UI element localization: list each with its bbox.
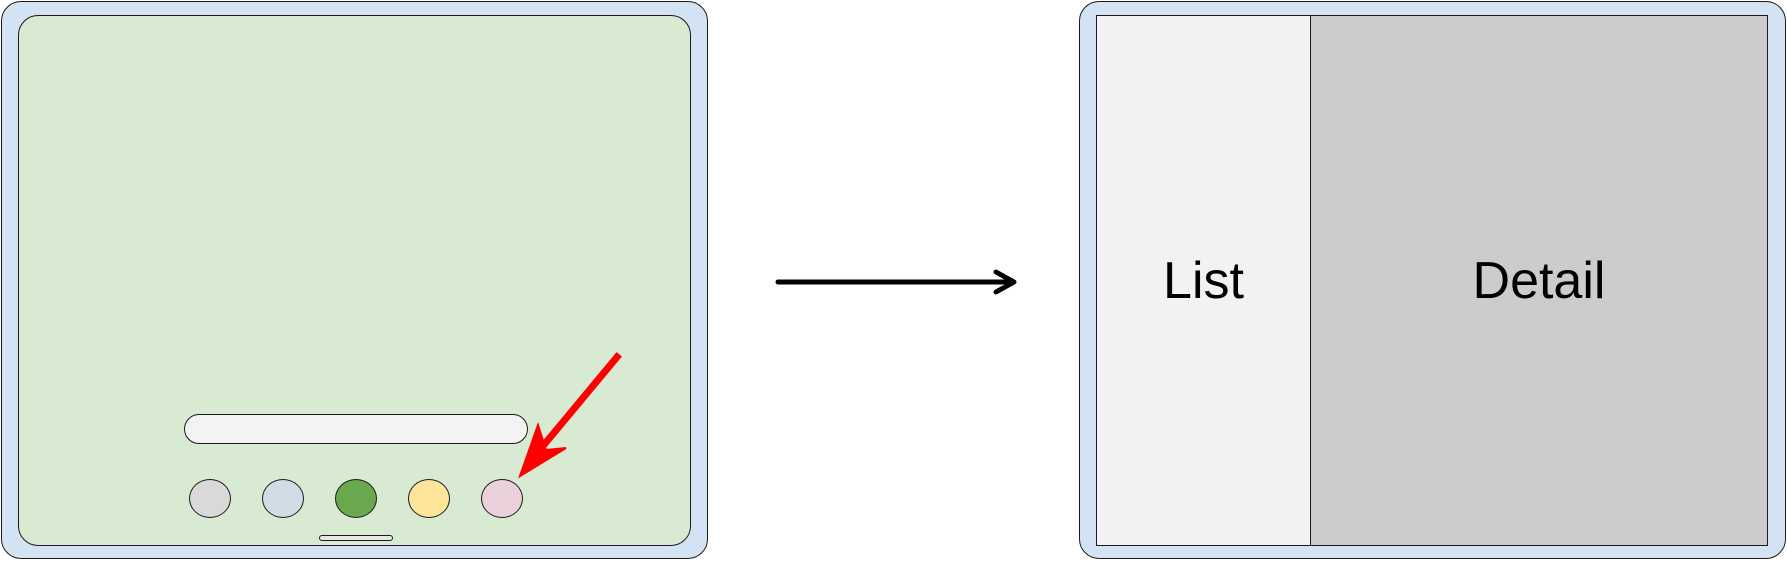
search-bar[interactable]: [184, 414, 528, 444]
transition-arrow-icon: [775, 269, 1017, 295]
foldable-device-home: [1, 1, 708, 559]
list-pane-label: List: [1163, 251, 1244, 310]
list-pane[interactable]: List: [1097, 16, 1311, 545]
foldable-device-app: List Detail: [1079, 1, 1786, 559]
detail-pane-label: Detail: [1472, 251, 1606, 310]
dock-icon-blue[interactable]: [262, 479, 304, 518]
home-screen: [18, 15, 691, 546]
dock-icon-gray[interactable]: [189, 479, 231, 518]
dock-icon-pink[interactable]: [481, 479, 523, 518]
navigation-handle[interactable]: [319, 535, 393, 541]
list-detail-layout: List Detail: [1096, 15, 1768, 546]
dock-icon-green[interactable]: [335, 479, 377, 518]
detail-pane[interactable]: Detail: [1311, 16, 1767, 545]
tap-pointer-arrow-icon: [518, 352, 622, 479]
dock-icon-yellow[interactable]: [408, 479, 450, 518]
